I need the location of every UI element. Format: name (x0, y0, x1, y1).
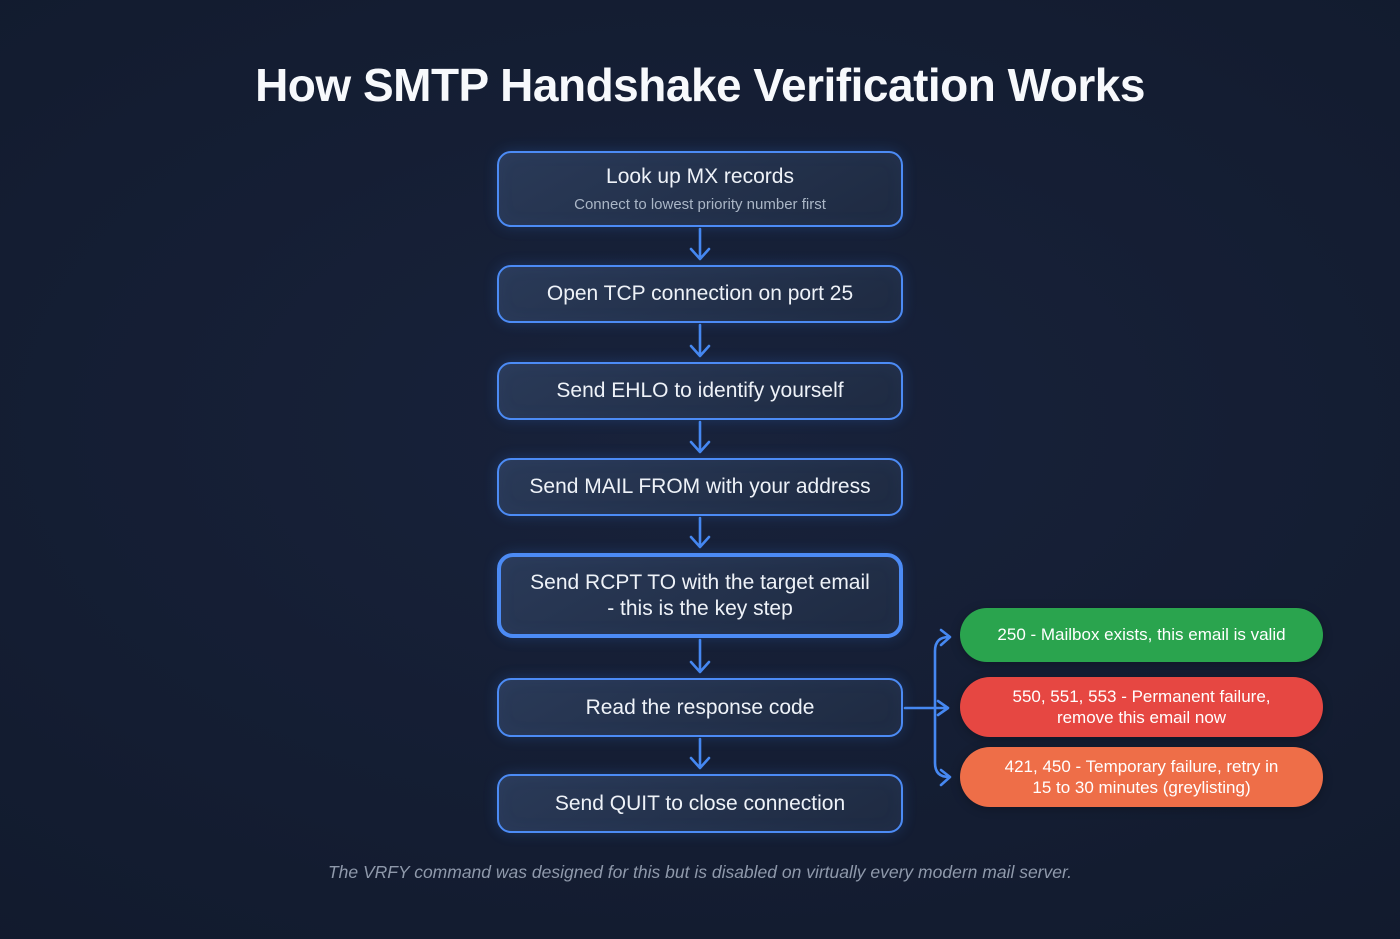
step-label-line-2: - this is the key step (607, 596, 793, 620)
outcome-text-line-1: 550, 551, 553 - Permanent failure, (1012, 686, 1271, 706)
vrfy-footnote: The VRFY command was designed for this b… (327, 862, 1073, 882)
flow-step-send-mail-from: Send MAIL FROM with your address (497, 458, 903, 516)
outcome-pill-valid: 250 - Mailbox exists, this email is vali… (960, 608, 1323, 662)
step-label-line-1: Send RCPT TO with the target email (530, 570, 870, 594)
flow-arrow-3 (689, 420, 711, 454)
outcome-pill-permanent-failure: 550, 551, 553 - Permanent failure, remov… (960, 677, 1323, 737)
step-label: Look up MX records (606, 165, 794, 188)
outcome-pill-temporary-failure: 421, 450 - Temporary failure, retry in 1… (960, 747, 1323, 807)
flow-arrow-1 (689, 227, 711, 261)
outcome-text-line-1: 421, 450 - Temporary failure, retry in (1004, 756, 1279, 776)
step-label: Send EHLO to identify yourself (556, 379, 844, 402)
step-label: Open TCP connection on port 25 (546, 282, 854, 305)
flow-arrow-4 (689, 516, 711, 549)
flow-step-send-rcpt-to: Send RCPT TO with the target email - thi… (497, 553, 903, 638)
diagram-title: How SMTP Handshake Verification Works (255, 59, 1145, 111)
step-sublabel: Connect to lowest priority number first (574, 196, 826, 213)
branch-connector (903, 628, 952, 787)
outcome-text-line-2: 15 to 30 minutes (greylisting) (1032, 778, 1251, 797)
step-label: Send QUIT to close connection (554, 791, 846, 815)
flow-step-read-response: Read the response code (497, 678, 903, 737)
outcome-text: 250 - Mailbox exists, this email is vali… (997, 625, 1286, 645)
step-label: Read the response code (585, 695, 815, 719)
flow-step-send-quit: Send QUIT to close connection (497, 774, 903, 833)
step-label: Send MAIL FROM with your address (529, 475, 871, 498)
flow-arrow-2 (689, 323, 711, 358)
flow-step-send-ehlo: Send EHLO to identify yourself (497, 362, 903, 420)
flow-step-lookup-mx: Look up MX records Connect to lowest pri… (497, 151, 903, 227)
flow-arrow-5 (689, 638, 711, 674)
flow-arrow-6 (689, 737, 711, 770)
outcome-text-line-2: remove this email now (1056, 708, 1227, 727)
flow-step-open-tcp: Open TCP connection on port 25 (497, 265, 903, 323)
